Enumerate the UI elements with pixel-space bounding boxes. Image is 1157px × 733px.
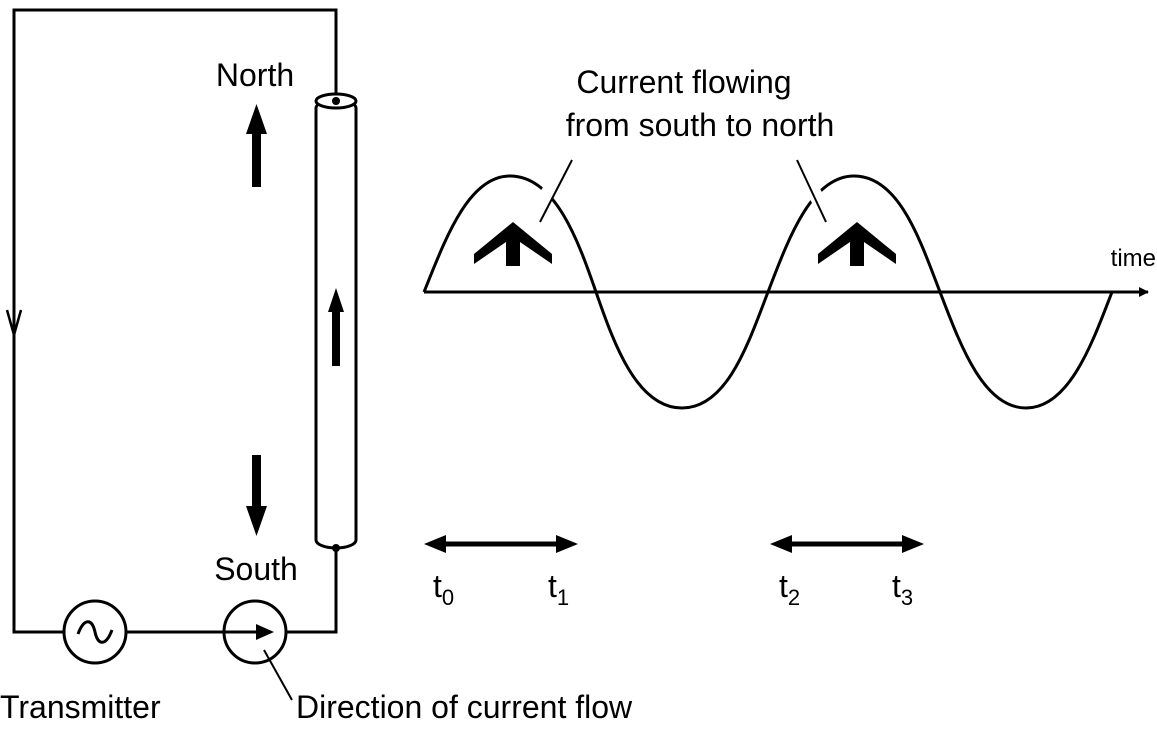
antenna-current-arrow-icon xyxy=(328,288,344,366)
direction-leader-line xyxy=(263,649,293,701)
time-marker-t1: t1 xyxy=(548,568,569,610)
south-arrow-icon xyxy=(246,455,267,536)
current-flow-meter xyxy=(222,599,288,665)
transmitter-symbol xyxy=(62,599,128,665)
current-leader-line-right xyxy=(796,159,827,223)
left-wire-arrow xyxy=(5,309,23,340)
time-axis-label: time xyxy=(1111,245,1156,272)
current-flowing-label-line1: Current flowing xyxy=(576,64,791,100)
positive-current-arrow-icon-2 xyxy=(818,222,896,266)
time-marker-t2: t2 xyxy=(779,568,800,610)
current-leader-line-left xyxy=(539,159,573,223)
time-marker-t3: t3 xyxy=(892,568,913,610)
interval-arrow-t2-t3 xyxy=(770,535,924,553)
circuit-wire xyxy=(12,8,338,634)
interval-arrow-t0-t1 xyxy=(424,535,578,553)
current-flowing-label-line2: from south to north xyxy=(566,107,835,143)
north-arrow-icon xyxy=(246,104,267,187)
positive-current-arrow-icon-1 xyxy=(474,222,552,266)
north-label: North xyxy=(216,57,294,93)
south-label: South xyxy=(214,551,298,587)
direction-label: Direction of current flow xyxy=(296,689,633,725)
transmitter-label: Transmitter xyxy=(0,689,161,725)
time-marker-t0: t0 xyxy=(433,568,454,610)
